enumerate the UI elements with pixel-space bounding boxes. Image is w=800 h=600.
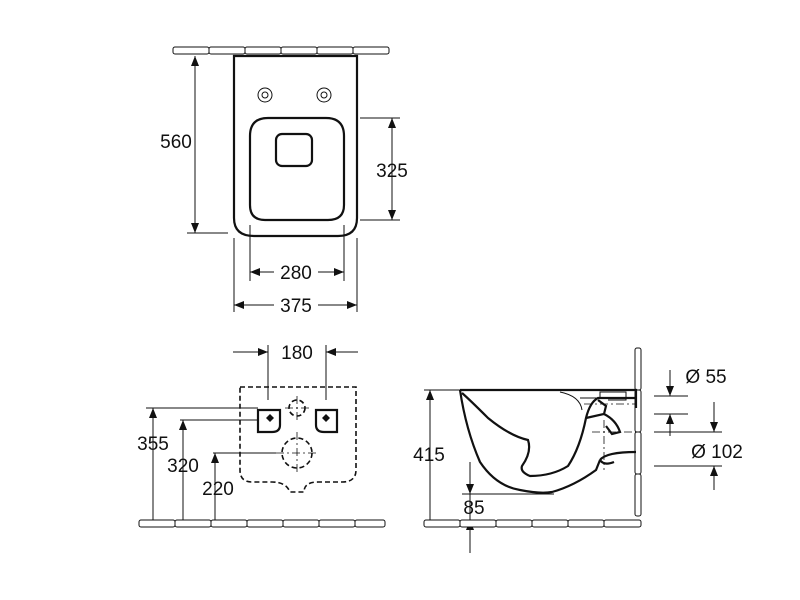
rear-view: 180 355 320 xyxy=(137,343,386,528)
dim-label-355: 355 xyxy=(137,434,169,455)
top-view: 560 325 280 375 xyxy=(160,46,408,317)
bowl-outline-side xyxy=(458,388,638,494)
dimension-415: 415 xyxy=(413,389,460,520)
dimension-280: 280 xyxy=(249,225,345,284)
dim-label-180: 180 xyxy=(281,343,313,364)
dim-label-diameter-102: Ø 102 xyxy=(691,442,743,463)
dimension-220: 220 xyxy=(202,453,234,520)
dimension-diameter-55: Ø 55 xyxy=(654,367,727,436)
wall-strip-side xyxy=(634,347,642,517)
wall-strip-top xyxy=(172,46,390,55)
dim-label-320: 320 xyxy=(167,456,199,477)
dim-label-560: 560 xyxy=(160,132,192,153)
dimension-560: 560 xyxy=(160,56,228,234)
seat-opening xyxy=(248,116,346,222)
dimension-320: 320 xyxy=(167,420,199,520)
side-view: 415 85 Ø 55 Ø 102 xyxy=(413,347,743,553)
dim-label-325: 325 xyxy=(376,161,408,182)
fixing-lug-left xyxy=(256,408,282,434)
fixing-hole-left xyxy=(257,87,273,103)
dim-label-280: 280 xyxy=(280,263,312,284)
floor-strip-side xyxy=(423,519,642,528)
fixing-lug-right xyxy=(314,408,339,434)
dimension-375: 375 xyxy=(233,238,358,317)
dimension-180: 180 xyxy=(233,343,358,400)
bowl-inner xyxy=(461,392,636,478)
dim-label-415: 415 xyxy=(413,445,445,466)
dim-label-85: 85 xyxy=(463,498,484,519)
dimension-85: 85 xyxy=(462,462,554,553)
rear-outline-dashed xyxy=(239,386,357,493)
fixing-hole-right xyxy=(316,87,332,103)
dimension-diameter-102: Ø 102 xyxy=(654,402,743,490)
dimension-355: 355 xyxy=(137,408,169,520)
dim-label-220: 220 xyxy=(202,479,234,500)
bowl-outline-top xyxy=(232,54,359,238)
floor-strip-rear xyxy=(138,519,386,528)
dim-label-375: 375 xyxy=(280,296,312,317)
dimension-325: 325 xyxy=(360,117,408,221)
dim-label-diameter-55: Ø 55 xyxy=(685,367,726,388)
flush-rim xyxy=(274,132,314,168)
